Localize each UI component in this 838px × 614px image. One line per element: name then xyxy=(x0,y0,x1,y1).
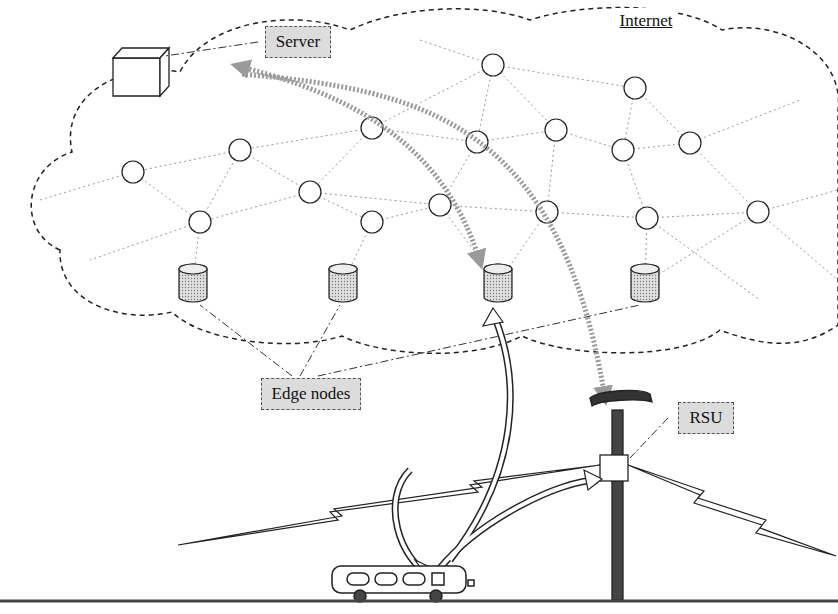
vehicle-bus xyxy=(332,566,474,602)
label-text: Edge nodes xyxy=(272,384,351,404)
router-node xyxy=(482,54,504,76)
mesh-link xyxy=(200,192,310,222)
internet-label-box: Internet xyxy=(614,8,679,34)
mesh-link xyxy=(310,192,440,205)
mesh-link xyxy=(200,150,240,222)
mesh-link xyxy=(645,212,758,283)
rsu-pole xyxy=(590,391,652,600)
rsu-label-box: RSU xyxy=(678,402,733,434)
ground-line xyxy=(0,600,838,603)
router-node xyxy=(545,119,567,141)
mesh-link xyxy=(547,130,556,212)
router-node xyxy=(299,181,321,203)
network-mesh xyxy=(40,40,838,300)
router-node xyxy=(429,194,451,216)
mesh-link xyxy=(240,150,310,192)
router-node xyxy=(122,161,144,183)
mesh-link xyxy=(90,222,200,260)
label-text: Server xyxy=(276,32,320,52)
mesh-link xyxy=(133,172,200,222)
edge-nodes-label-box: Edge nodes xyxy=(261,378,362,410)
mesh-link xyxy=(758,212,838,280)
router-node xyxy=(747,201,769,223)
router-node xyxy=(679,132,701,154)
mesh-link xyxy=(240,128,372,150)
leader-lines xyxy=(165,42,668,458)
mesh-link xyxy=(310,128,372,192)
mesh-link xyxy=(477,65,493,142)
mesh-link xyxy=(477,130,556,142)
edge-node-cylinder xyxy=(179,264,207,302)
mesh-link xyxy=(547,212,647,218)
mesh-link xyxy=(493,65,556,130)
mesh-link xyxy=(690,100,800,143)
mesh-link xyxy=(690,143,758,212)
mesh-link xyxy=(40,172,133,200)
mesh-link xyxy=(493,65,635,88)
mesh-link xyxy=(758,190,838,212)
mesh-link xyxy=(133,150,240,172)
data-flow-arrows xyxy=(238,66,605,398)
mesh-link xyxy=(647,218,760,300)
mesh-link xyxy=(635,88,690,143)
label-text: Internet xyxy=(620,11,673,31)
router-node xyxy=(612,139,634,161)
internet-cloud xyxy=(31,8,838,354)
server-label-box: Server xyxy=(265,26,331,58)
edge-node-cylinder xyxy=(631,264,659,302)
edge-node-cylinder xyxy=(329,264,357,302)
router-node xyxy=(624,77,646,99)
edge-node-cylinder xyxy=(484,264,512,302)
router-node xyxy=(361,211,383,233)
router-node xyxy=(189,211,211,233)
mesh-link xyxy=(647,212,758,218)
server-cube xyxy=(113,48,169,96)
router-node xyxy=(229,139,251,161)
v2x-links xyxy=(395,308,602,578)
label-text: RSU xyxy=(689,408,722,428)
edge-node-cylinders xyxy=(179,264,659,302)
router-node xyxy=(636,207,658,229)
